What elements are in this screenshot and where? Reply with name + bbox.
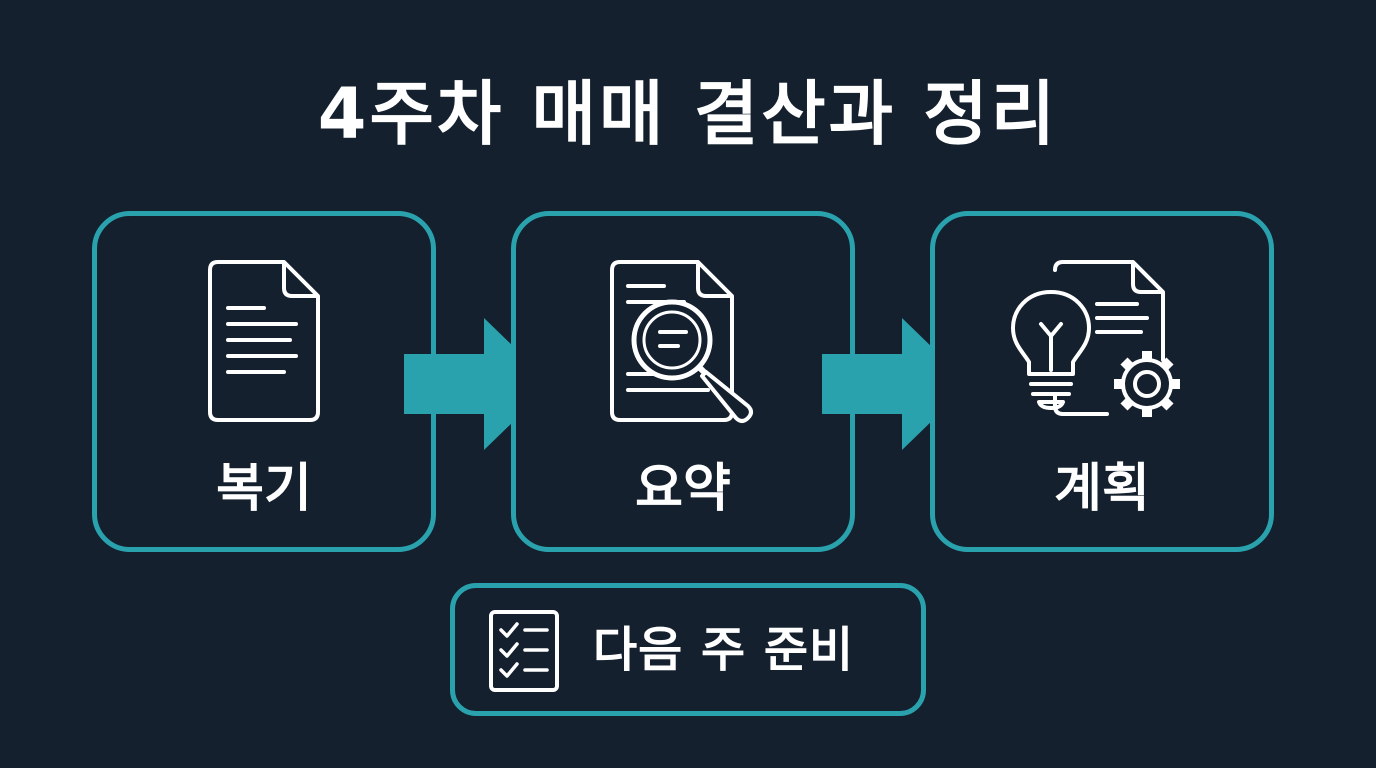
- step-box-review: 복기: [92, 211, 436, 552]
- lightbulb-document-gear-icon: [935, 256, 1269, 446]
- document-icon: [97, 256, 431, 446]
- document-search-icon: [516, 256, 850, 446]
- checklist-icon: [487, 608, 563, 698]
- step-label-review: 복기: [216, 459, 312, 519]
- step-box-summary: 요약: [511, 211, 855, 552]
- step-box-plan: 계획: [930, 211, 1274, 552]
- step-label-summary: 요약: [635, 459, 731, 519]
- step-label-plan: 계획: [1054, 459, 1150, 519]
- next-week-label: 다음 주 준비: [593, 622, 855, 678]
- next-week-box: 다음 주 준비: [450, 583, 926, 716]
- page-title: 4주차 매매 결산과 정리: [317, 73, 1059, 155]
